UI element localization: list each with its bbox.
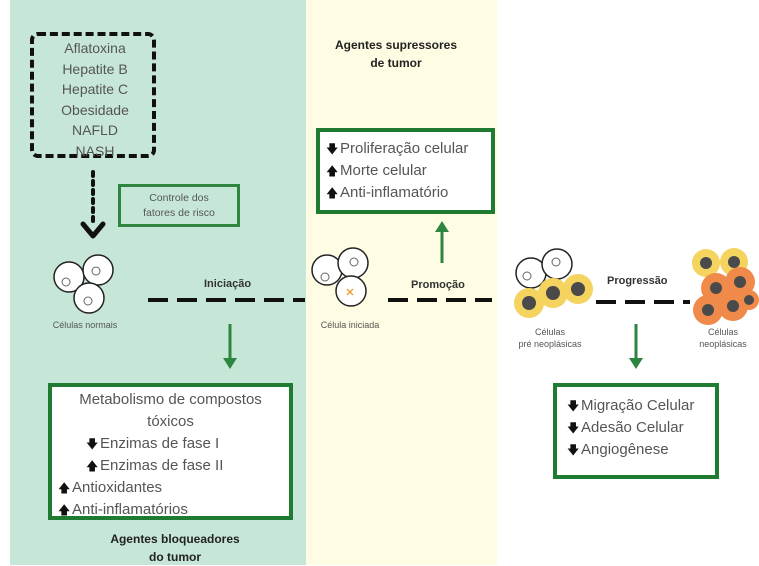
neoplastic-cells: [692, 248, 759, 325]
label-line: Células: [534, 327, 565, 337]
initiated-cells: [311, 247, 369, 307]
preneoplastic-cells-label: Células pré neoplásicas: [505, 326, 595, 350]
item-text: Proliferação celular: [340, 140, 469, 157]
stage-promotion: Promoção: [411, 279, 465, 291]
item-text: Anti-inflamatórios: [72, 501, 188, 518]
risk-control-line: fatores de risco: [143, 207, 215, 219]
arrow-up-icon: 🡅: [86, 459, 99, 473]
item-text: Anti-inflamatório: [340, 184, 449, 201]
progression-item: 🡇Migração Celular: [567, 395, 715, 417]
blockers-arrow-head: [223, 358, 237, 369]
item-text: Adesão Celular: [581, 419, 684, 436]
arrow-down-icon: 🡇: [567, 421, 580, 435]
stage-initiation: Iniciação: [204, 278, 252, 290]
risk-factor: Hepatite B: [62, 60, 128, 77]
arrow-down-icon: 🡇: [326, 142, 339, 156]
dotted-arrow-head: [80, 221, 106, 239]
risk-control-line: Controle dos: [149, 192, 209, 204]
suppressors-arrow-head: [435, 221, 449, 232]
label-line: neoplásicas: [699, 339, 747, 349]
risk-factor: NASH: [75, 142, 115, 159]
title-line: Agentes supressores: [334, 38, 458, 52]
suppressor-item: 🡅Anti-inflamatório: [326, 182, 491, 204]
item-text: Morte celular: [340, 162, 427, 179]
title-line: de tumor: [370, 56, 422, 70]
arrow-down-icon: 🡇: [86, 437, 99, 451]
arrow-down-icon: 🡇: [567, 443, 580, 457]
suppressors-box: 🡇Proliferação celular 🡅Morte celular 🡅An…: [316, 128, 495, 214]
risk-factors-box: [30, 32, 156, 158]
item-text: Antioxidantes: [72, 479, 163, 496]
blockers-heading-2: tóxicos: [147, 413, 194, 430]
blocker-item: 🡅Anti-inflamatórios: [58, 499, 289, 521]
blocker-item: 🡅Antioxidantes: [58, 477, 289, 499]
arrow-up-icon: 🡅: [326, 186, 339, 200]
stage-progression: Progressão: [607, 275, 668, 287]
suppressor-item: 🡇Proliferação celular: [326, 138, 491, 160]
progression-effects-box: 🡇Migração Celular 🡇Adesão Celular 🡇Angio…: [553, 383, 719, 479]
normal-cells: [53, 254, 114, 314]
suppressors-title: Agentes supressores de tumor: [316, 36, 476, 72]
arrow-up-icon: 🡅: [58, 481, 71, 495]
label-line: pré neoplásicas: [518, 339, 582, 349]
risk-factor: NAFLD: [72, 122, 118, 138]
arrow-up-icon: 🡅: [58, 503, 71, 517]
arrow-up-icon: 🡅: [326, 164, 339, 178]
suppressor-item: 🡅Morte celular: [326, 160, 491, 182]
arrow-down-icon: 🡇: [567, 399, 580, 413]
risk-factor: Hepatite C: [61, 81, 129, 97]
progression-arrow-head: [629, 358, 643, 369]
blocker-item: 🡅Enzimas de fase II: [86, 455, 289, 477]
risk-control-box: Controle dos fatores de risco: [118, 184, 240, 227]
title-line: do tumor: [149, 550, 201, 564]
normal-cells-label: Células normais: [52, 320, 118, 330]
progression-item: 🡇Angiogênese: [567, 439, 715, 461]
item-text: Migração Celular: [581, 397, 695, 414]
item-text: Angiogênese: [581, 441, 669, 458]
neoplastic-cells-label: Células neoplásicas: [690, 326, 756, 350]
item-text: Enzimas de fase I: [100, 435, 220, 452]
item-text: Enzimas de fase II: [100, 457, 224, 474]
risk-factor: Aflatoxina: [64, 40, 126, 56]
preneoplastic-cells: [514, 248, 593, 318]
risk-factor: Obesidade: [61, 101, 129, 118]
blocker-item: 🡇Enzimas de fase I: [86, 433, 289, 455]
label-line: Células: [707, 327, 738, 337]
blockers-box: Metabolismo de compostos tóxicos 🡇Enzima…: [48, 383, 293, 520]
initiated-cell-label: Célula iniciada: [320, 320, 380, 330]
title-line: Agentes bloqueadores: [110, 532, 240, 546]
blockers-heading-1: Metabolismo de compostos: [79, 391, 262, 408]
blockers-title: Agentes bloqueadores do tumor: [90, 530, 260, 566]
progression-item: 🡇Adesão Celular: [567, 417, 715, 439]
risk-factors-list: Aflatoxina Hepatite B Hepatite C Obesida…: [30, 38, 160, 161]
